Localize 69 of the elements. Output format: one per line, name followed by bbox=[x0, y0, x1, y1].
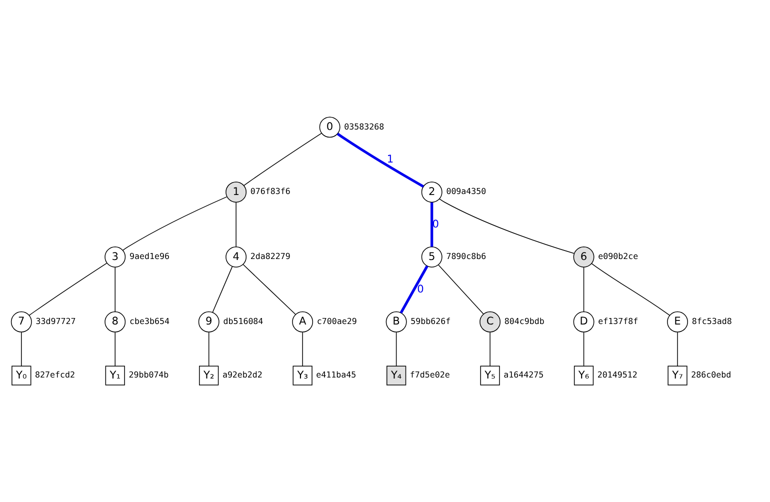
node-circle: 6 bbox=[573, 246, 594, 268]
edge-label: 0 bbox=[417, 283, 424, 296]
connector bbox=[677, 332, 678, 366]
node-circle: 8 bbox=[104, 311, 126, 332]
connector bbox=[430, 202, 434, 247]
connector bbox=[242, 264, 296, 315]
connector bbox=[28, 262, 108, 316]
connector bbox=[438, 264, 484, 314]
node-label: 827efcd2 bbox=[34, 370, 75, 380]
connector bbox=[583, 267, 584, 312]
node-box: Y₂ bbox=[199, 366, 219, 386]
node-label: db516084 bbox=[223, 316, 264, 326]
connector bbox=[244, 132, 322, 186]
node-circle: B bbox=[386, 311, 407, 332]
node-box: Y₆ bbox=[574, 366, 594, 386]
node-label: 076f83f6 bbox=[250, 186, 290, 196]
node-label: f7d5e02e bbox=[410, 370, 450, 380]
connector bbox=[122, 196, 228, 251]
node-label: 59bb626f bbox=[410, 316, 451, 326]
connector bbox=[591, 263, 670, 316]
edge-label: 0 bbox=[432, 218, 439, 230]
node-circle: 0 bbox=[319, 116, 340, 138]
node-circle: 4 bbox=[226, 246, 247, 268]
node-label: a92eb2d2 bbox=[222, 370, 262, 380]
node-box: Y₀ bbox=[12, 366, 32, 386]
node-label: a1644275 bbox=[504, 370, 544, 380]
node-circle: C bbox=[480, 311, 501, 332]
node-circle: A bbox=[292, 311, 314, 332]
connector bbox=[302, 332, 303, 366]
node-label: 8fc53ad8 bbox=[692, 316, 732, 326]
connector bbox=[114, 332, 116, 366]
node-label: 2da82279 bbox=[250, 251, 290, 262]
connector bbox=[439, 198, 574, 254]
connector bbox=[21, 332, 22, 366]
node-box: Y₃ bbox=[292, 366, 312, 386]
node-circle: E bbox=[667, 311, 688, 332]
node-circle: D bbox=[573, 311, 594, 332]
node-label: e411ba45 bbox=[316, 370, 356, 380]
node-label: 33d97727 bbox=[36, 316, 76, 326]
node-label: 9aed1e96 bbox=[129, 251, 170, 262]
node-label: e090b2ce bbox=[598, 251, 638, 262]
node-box: Y₇ bbox=[668, 366, 688, 386]
node-box: Y₄ bbox=[386, 366, 406, 386]
node-box: Y₁ bbox=[105, 366, 125, 386]
node-label: 29bb074b bbox=[128, 370, 169, 380]
edge-label: 1 bbox=[386, 153, 394, 166]
node-label: cbe3b654 bbox=[129, 316, 170, 326]
node-label: 286c0ebd bbox=[691, 370, 732, 380]
connector bbox=[396, 332, 397, 366]
node-label: 804c9bdb bbox=[504, 316, 544, 326]
connector bbox=[336, 132, 424, 188]
node-circle: 7 bbox=[10, 311, 32, 332]
node-label: 009a4350 bbox=[446, 186, 486, 196]
connector bbox=[212, 266, 233, 313]
node-label: 20149512 bbox=[597, 370, 638, 380]
node-circle: 3 bbox=[104, 246, 126, 268]
node-circle: 2 bbox=[421, 182, 442, 203]
node-box: Y₅ bbox=[480, 366, 500, 386]
node-circle: 1 bbox=[226, 182, 247, 203]
node-circle: 9 bbox=[198, 311, 220, 332]
node-label: ef137f8f bbox=[598, 316, 638, 326]
connector bbox=[583, 332, 584, 366]
node-label: 03583268 bbox=[344, 121, 384, 132]
node-label: c700ae29 bbox=[316, 316, 357, 326]
node-circle: 5 bbox=[421, 246, 442, 268]
connector bbox=[114, 267, 116, 312]
connector bbox=[400, 265, 428, 314]
node-label: 7890c8b6 bbox=[446, 251, 486, 262]
connector bbox=[208, 332, 210, 366]
